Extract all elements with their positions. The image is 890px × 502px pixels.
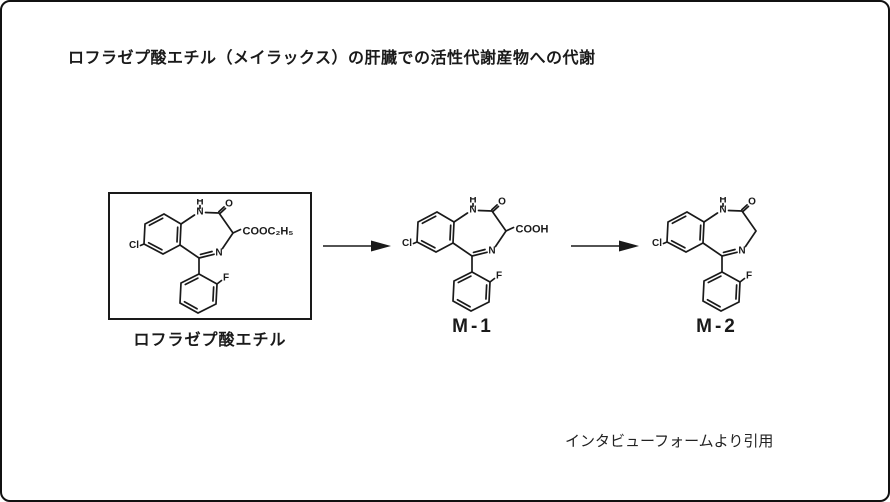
phenyl-double-bonds [183,277,215,310]
arrow-head [619,240,639,252]
label-m1: M-1 [452,316,494,337]
phenyl-ring [452,271,491,312]
carbonyl-double-bond [490,204,500,213]
benzene-double-bonds [147,217,179,251]
molecule-m2: H N O N Cl F [652,197,757,312]
diazepine-bonds [702,209,757,273]
label-m2: M-2 [696,316,738,337]
fluorine-bond [216,279,223,285]
substituent-bond [505,226,515,232]
molecule-ethyl-loflazepate: H N O N Cl F COOC₂H₅ [129,199,294,314]
substituent-label: COOH [516,224,549,236]
chlorine-label: Cl [129,240,139,251]
hydrogen-label: H [719,197,726,206]
oxygen-label: O [225,199,233,210]
fluorine-label: F [223,273,229,284]
citation-text: インタビューフォームより引用 [565,433,774,450]
chlorine-bond [412,241,418,245]
oxygen-label: O [498,197,506,208]
nitrogen1-label: N [469,205,476,216]
carbonyl-double-bond [740,204,750,213]
imine-double-bond [722,248,736,254]
nitrogen1-label: N [196,207,203,218]
fluorine-bond [489,277,496,283]
hydrogen-label: H [469,197,476,206]
chlorine-label: Cl [652,238,662,249]
phenyl-ring [179,273,218,314]
nitrogen4-label: N [738,246,745,257]
nitrogen4-label: N [488,246,495,257]
molecule-m1: H N O N Cl F COOH [402,197,549,312]
chlorine-bond [139,243,145,247]
fluorine-label: F [746,271,752,282]
imine-double-bond [199,250,213,256]
reaction-arrow-2 [571,240,639,252]
phenyl-double-bonds [456,275,488,308]
carbonyl-double-bond [217,206,227,215]
diazepine-bonds [179,211,234,275]
chlorine-label: Cl [402,238,412,249]
chlorine-bond [662,241,668,245]
nitrogen4-label: N [215,248,222,259]
arrow-head [371,240,391,252]
fluorine-label: F [496,271,502,282]
phenyl-ring [702,271,741,312]
oxygen-label: O [748,197,756,208]
benzene-ring [416,211,455,253]
phenyl-double-bonds [706,275,738,308]
imine-double-bond [472,248,486,254]
diazepine-bonds [452,209,507,273]
benzene-double-bonds [670,215,702,249]
label-ethyl-loflazepate: ロフラゼプ酸エチル [133,332,287,349]
fluorine-bond [739,277,746,283]
diagram-title: ロフラゼプ酸エチル（メイラックス）の肝臓での活性代謝産物への代謝 [68,50,596,67]
reaction-arrow-1 [323,240,391,252]
nitrogen1-label: N [719,205,726,216]
benzene-ring [666,211,705,253]
benzene-double-bonds [420,215,452,249]
hydrogen-label: H [196,199,203,208]
substituent-bond [232,228,242,234]
parent-compound-box [108,192,312,320]
benzene-ring [143,213,182,255]
substituent-label: COOC₂H₅ [243,226,294,238]
